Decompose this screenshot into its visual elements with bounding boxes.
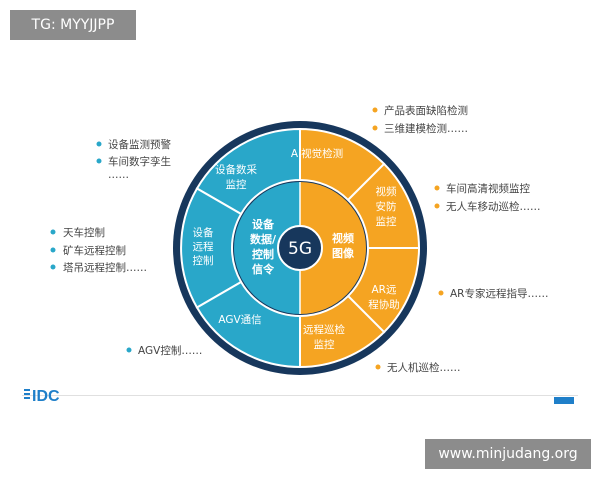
right-item: 无人车移动巡检…… (446, 200, 541, 213)
left-item: AGV控制…… (138, 344, 202, 357)
inner-half-blue (234, 182, 300, 314)
seg-orange-top-line-1: AI视觉检测 (291, 147, 343, 160)
inner-right-line-2: 图像 (332, 246, 355, 260)
bullet (50, 247, 56, 253)
center-label: 5G (288, 239, 312, 259)
watermark: www.minjudang.org (425, 439, 591, 469)
left-item: 矿车远程控制 (63, 244, 126, 257)
left-group-2: 天车控制 矿车远程控制 塔吊远程控制…… (50, 226, 147, 274)
left-item: 塔吊远程控制…… (63, 261, 147, 274)
left-ellipsis: …… (108, 169, 129, 181)
right-item: 无人机巡检…… (387, 361, 461, 374)
seg-orange-bottom-line-1: 远程巡检 (303, 323, 345, 336)
bullet (372, 107, 378, 113)
bullet (126, 347, 132, 353)
footer-divider (22, 395, 578, 396)
seg-blue-top-line-1: 设备数采 (215, 163, 257, 176)
seg-orange-ur-line-1: 视频 (376, 185, 397, 198)
right-item: 产品表面缺陷检测 (384, 104, 468, 117)
bullet (375, 364, 381, 370)
seg-orange-lr-line-2: 程协助 (368, 298, 400, 311)
bullet (50, 229, 56, 235)
left-item: 天车控制 (63, 226, 105, 239)
inner-right-line-1: 视频 (332, 231, 354, 245)
bullet (438, 290, 444, 296)
bullet (96, 141, 102, 147)
seg-blue-mid-line-1: 设备 (193, 226, 214, 239)
right-item: AR专家远程指导…… (450, 287, 548, 300)
seg-blue-bottom-line-1: AGV通信 (218, 314, 261, 326)
center-circle (277, 225, 323, 271)
seg-blue-top-line-2: 监控 (226, 178, 247, 191)
inner-left-line-4: 信令 (252, 262, 275, 276)
right-group-1: 产品表面缺陷检测 三维建模检测…… (372, 104, 468, 135)
inner-half-orange (300, 182, 366, 314)
right-group-4: 无人机巡检…… (375, 361, 461, 374)
footer-accent-bar (554, 397, 574, 404)
seg-orange-ur-line-3: 监控 (376, 215, 397, 228)
seg-blue-mid-line-2: 远程 (193, 241, 214, 253)
right-item: 车间高清视频监控 (446, 182, 530, 195)
left-item: 车间数字孪生 (108, 155, 171, 168)
inner-left-line-2: 数据/ (250, 232, 277, 246)
bullet (50, 264, 56, 270)
seg-orange-bottom-line-2: 监控 (314, 338, 335, 351)
left-group-3: AGV控制…… (126, 344, 202, 357)
segment-orange-bottom (299, 294, 386, 369)
bullet (434, 185, 440, 191)
bullet (372, 125, 378, 131)
seg-orange-lr-line-1: AR远 (372, 284, 397, 296)
left-group-1: 设备监测预警 车间数字孪生 …… (96, 138, 171, 181)
bullet (96, 158, 102, 164)
bullet (434, 203, 440, 209)
right-item: 三维建模检测…… (384, 122, 468, 135)
idc-logo-text: IDC (32, 388, 60, 405)
idc-logo: IDC (24, 388, 60, 405)
inner-left-line-1: 设备 (252, 217, 275, 231)
left-item: 设备监测预警 (108, 138, 171, 151)
right-group-2: 车间高清视频监控 无人车移动巡检…… (434, 182, 541, 213)
inner-left-line-3: 控制 (252, 247, 274, 261)
seg-orange-ur-line-2: 安防 (376, 200, 397, 213)
header-tag: TG: MYYJJPP (10, 10, 136, 40)
seg-blue-mid-line-3: 控制 (193, 254, 214, 267)
right-group-3: AR专家远程指导…… (438, 287, 548, 300)
